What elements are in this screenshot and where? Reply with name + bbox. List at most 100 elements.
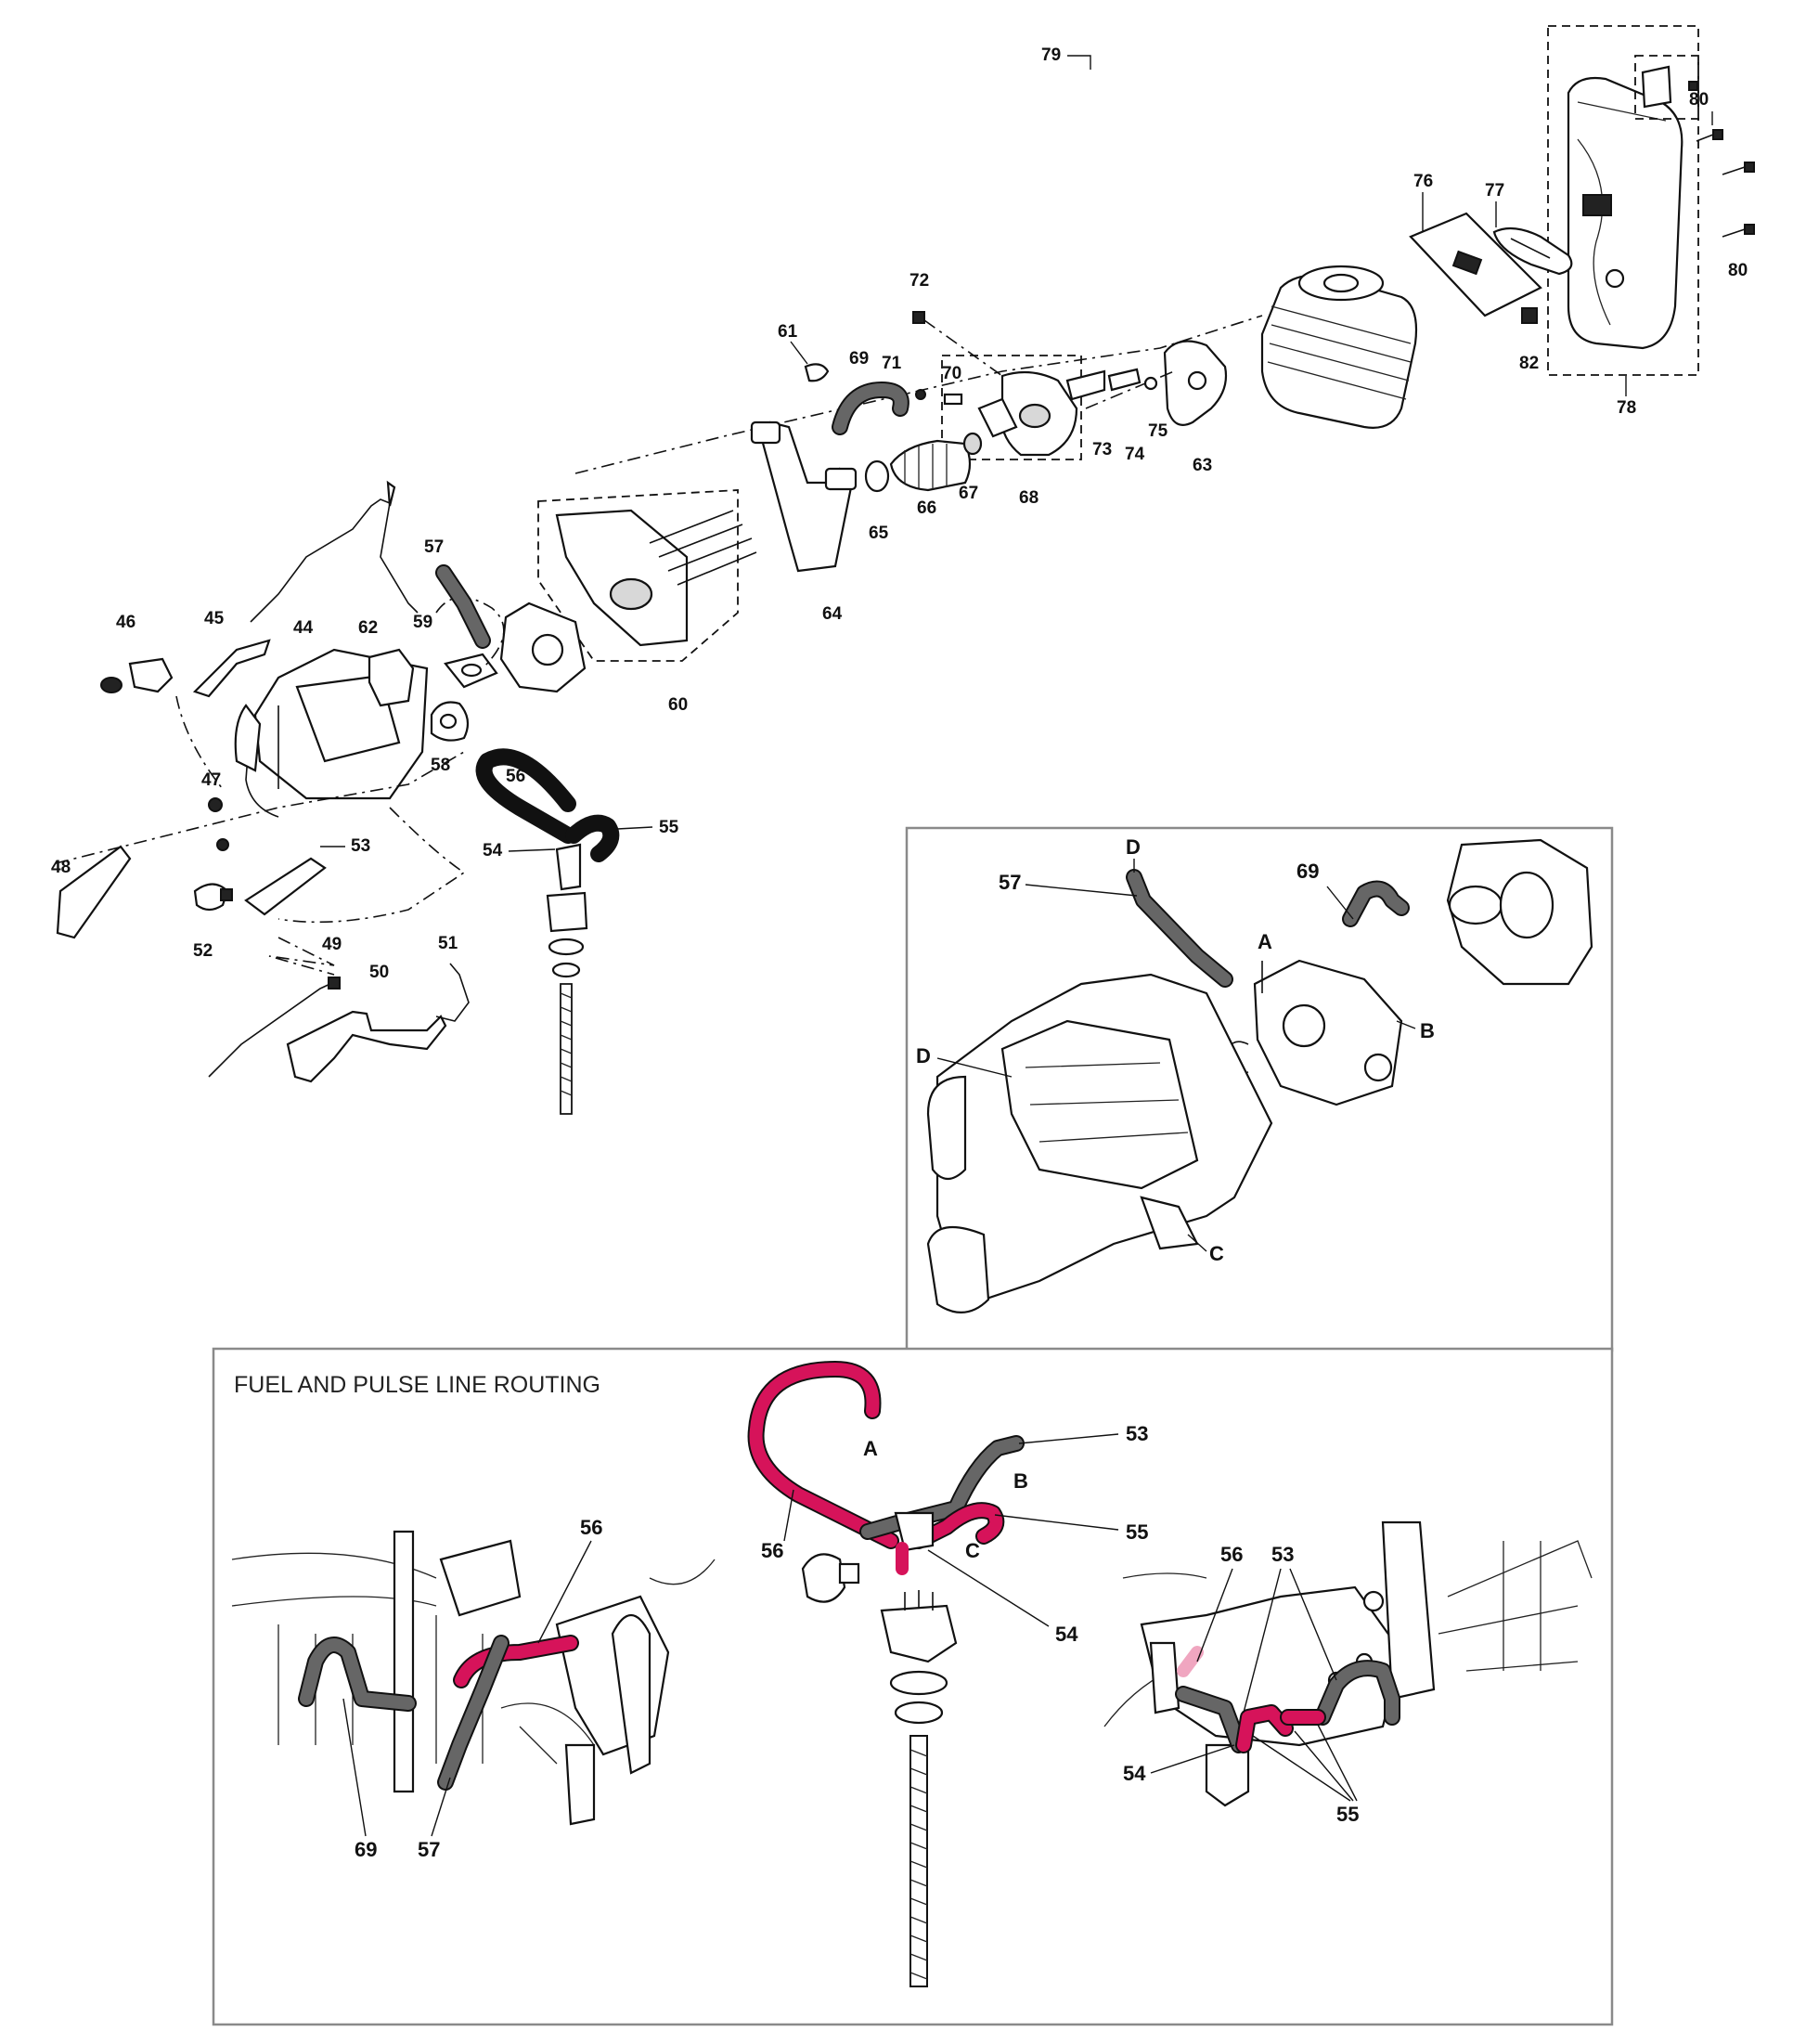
center-callout-b: B: [1013, 1469, 1028, 1493]
label-52: 52: [193, 941, 213, 961]
routing-center-view: A B C 53 55 56 54: [747, 1361, 1148, 1987]
label-66: 66: [917, 498, 936, 518]
trigger-50: [286, 1010, 447, 1083]
assembly-axis-line: [574, 315, 1263, 474]
washer-67: [962, 432, 983, 456]
routing-right-view: 56 53 54 55: [1103, 1520, 1593, 1826]
label-80a: 80: [1689, 90, 1709, 110]
label-55: 55: [659, 818, 679, 837]
right-leader-53: [1243, 1568, 1337, 1714]
label-71: 71: [882, 354, 902, 373]
detail-callout-c: C: [1209, 1242, 1224, 1265]
detail-callout-d-top: D: [1126, 835, 1141, 859]
routing-left-view: 56 69 57: [231, 1516, 716, 1861]
label-65: 65: [869, 524, 889, 543]
center-fuel-hose: [909, 1735, 928, 1987]
muffler-group: [1521, 25, 1755, 376]
screw-72: [912, 311, 1003, 377]
muffler-dashed-box: [1547, 25, 1699, 376]
nut-82: [1521, 307, 1538, 324]
center-leader-56: [783, 1489, 794, 1542]
label-68: 68: [1019, 488, 1038, 508]
detail-leader-69: [1326, 886, 1354, 920]
label-73: 73: [1092, 440, 1112, 459]
label-46: 46: [116, 613, 135, 632]
routing-panel: FUEL AND PULSE LINE ROUTING 56 69 57: [212, 1347, 1614, 2026]
label-47: 47: [201, 770, 221, 790]
label-62: 62: [358, 618, 378, 638]
cylinder: [1260, 265, 1418, 429]
center-leader-54: [927, 1549, 1050, 1627]
detail-callout-d-left: D: [916, 1044, 931, 1067]
dash-left-3: [277, 807, 466, 924]
label-58: 58: [431, 756, 450, 775]
label-51: 51: [438, 934, 458, 953]
center-fitting-54: [894, 1511, 935, 1552]
throttle-wire: [250, 498, 419, 623]
label-64: 64: [822, 604, 843, 624]
hose-55-outline: [565, 814, 620, 862]
label-79: 79: [1041, 45, 1061, 65]
lever-48: [56, 845, 132, 939]
detail-leader-c: [1187, 1234, 1207, 1252]
assembly-axis-line-2: [1085, 370, 1175, 409]
center-label-55: 55: [1126, 1520, 1148, 1544]
carb-dash-loop: [435, 596, 505, 669]
label-53: 53: [351, 836, 370, 856]
label-45: 45: [204, 609, 225, 628]
label-75: 75: [1148, 421, 1168, 441]
part-labels: 79 80 80 76 77 82 78 72 61 69 71 70 73 7…: [51, 45, 1748, 982]
center-primer-bulb: [801, 1553, 846, 1603]
leader-61: [790, 341, 808, 365]
label-49: 49: [322, 935, 342, 954]
spark-screen: [1641, 65, 1672, 109]
left-hose-56: [455, 1636, 577, 1687]
right-hose-55a: [1237, 1706, 1292, 1752]
label-54: 54: [483, 841, 503, 860]
primer-bulb-52: [193, 883, 233, 912]
center-hose-56: [749, 1363, 897, 1547]
filter-62: [368, 648, 415, 707]
right-label-54: 54: [1123, 1762, 1146, 1785]
detail-panel: D 57 69 A B D C: [905, 826, 1614, 1352]
spark-screen-box: [1634, 55, 1699, 120]
fuel-pickup: [546, 891, 588, 1115]
label-63: 63: [1193, 456, 1212, 475]
label-72: 72: [909, 271, 929, 291]
part-49: [328, 977, 341, 990]
label-77: 77: [1485, 181, 1504, 201]
fitting-54: [555, 843, 582, 891]
leader-79: [1067, 55, 1091, 70]
label-59: 59: [413, 613, 432, 632]
detail-hose-57: [1128, 871, 1232, 986]
dash-left-4: [268, 937, 335, 976]
detail-label-57: 57: [999, 871, 1021, 894]
center-callout-c: C: [965, 1539, 980, 1562]
detail-label-69: 69: [1296, 860, 1319, 883]
fuel-tube-53: [244, 857, 327, 916]
center-hose-53: [861, 1437, 1023, 1538]
left-label-69: 69: [355, 1838, 377, 1861]
hose-56-outline: [475, 748, 576, 844]
label-48: 48: [51, 858, 71, 877]
left-leader-57: [431, 1777, 451, 1837]
center-pickup-head: [880, 1604, 958, 1663]
lever-46: [100, 657, 174, 693]
spring-51: [435, 963, 470, 1022]
right-leader-55: [1252, 1724, 1358, 1802]
right-hose-53a: [1177, 1688, 1245, 1752]
leader-55: [616, 826, 653, 830]
center-label-53: 53: [1126, 1422, 1148, 1445]
dash-left-1: [55, 751, 465, 864]
muffler-outlet: [1582, 194, 1612, 216]
label-61: 61: [778, 322, 798, 342]
center-oring-1: [889, 1670, 948, 1696]
gasket-58: [430, 701, 470, 742]
intake-bracket-group: [941, 355, 1158, 460]
muffler-body: [1567, 76, 1683, 350]
detail-hose-69: [1344, 882, 1408, 925]
leader-54: [508, 848, 556, 852]
label-56: 56: [506, 767, 525, 786]
left-leader-56: [537, 1540, 592, 1644]
